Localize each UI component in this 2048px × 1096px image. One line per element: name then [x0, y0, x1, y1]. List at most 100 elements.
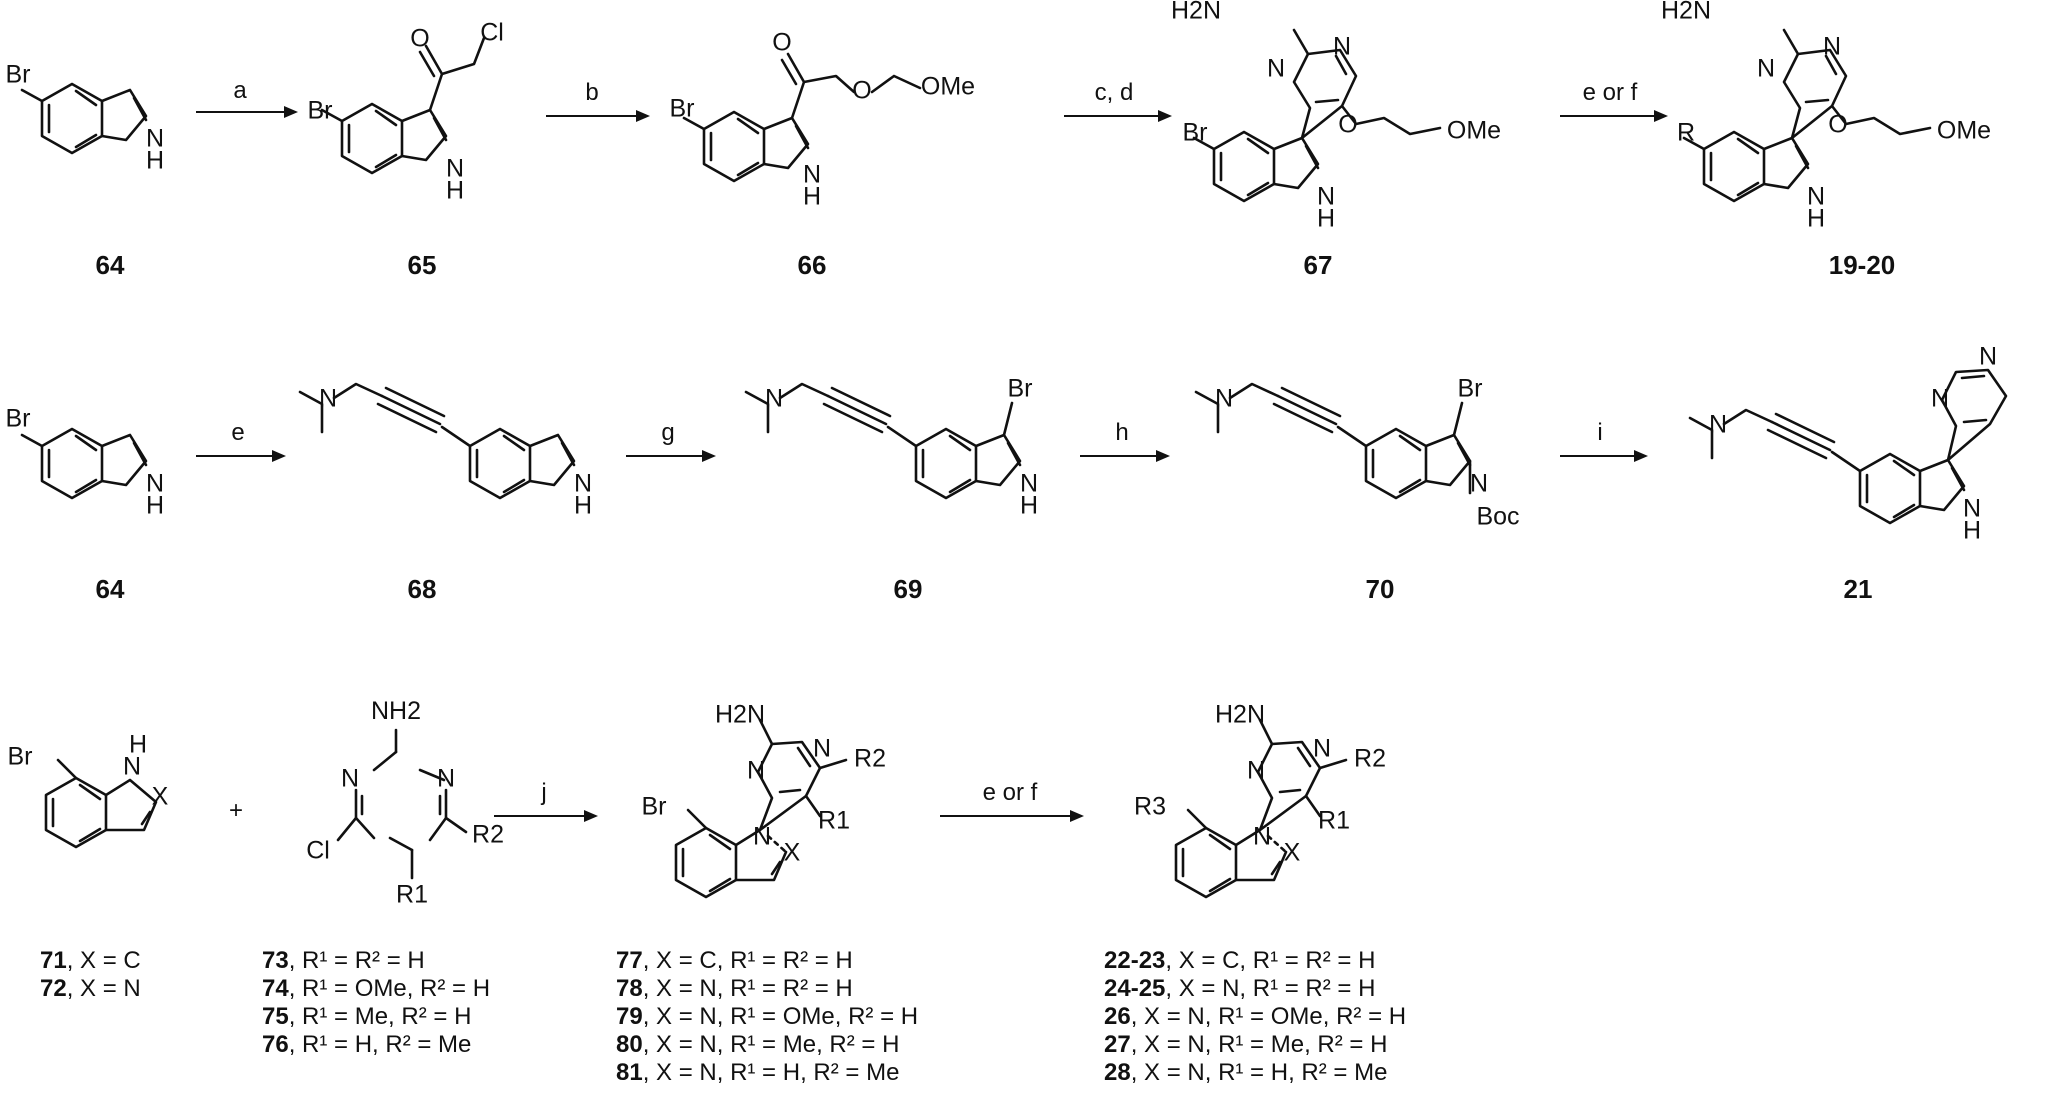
- atom-h2n: H2N: [1215, 701, 1265, 729]
- arrow-j: [494, 810, 598, 822]
- svg-text:73, R¹ = R² = H: 73, R¹ = R² = H: [262, 947, 425, 974]
- caption-text: , X = C, R¹ = R² = H: [1165, 947, 1375, 974]
- svg-text:28, X = N, R¹ = H, R² = Me: 28, X = N, R¹ = H, R² = Me: [1104, 1059, 1387, 1086]
- reagent-a: a: [233, 77, 247, 104]
- atom-br: Br: [1008, 375, 1033, 403]
- atom-n: N: [813, 735, 831, 763]
- caption-text: , X = N, R¹ = H, R² = Me: [1131, 1059, 1388, 1086]
- svg-text:71, X = C: 71, X = C: [40, 947, 141, 974]
- atom-o: O: [1338, 111, 1357, 139]
- atom-n: N: [1333, 33, 1351, 61]
- reagent-j: j: [540, 779, 546, 806]
- compound-73-76: [336, 728, 468, 880]
- compound-label-67: 67: [1304, 250, 1333, 280]
- caption-num: 78: [616, 975, 643, 1002]
- caption-num: 81: [616, 1059, 643, 1086]
- atom-h2n: H2N: [1171, 0, 1221, 25]
- caption-text: , R¹ = H, R² = Me: [289, 1031, 472, 1058]
- compound-65: [320, 36, 486, 175]
- atom-nh: N: [1963, 495, 1981, 523]
- atom-h: H: [1020, 492, 1038, 520]
- atom-cl: Cl: [480, 19, 504, 47]
- atom-nh2: NH2: [371, 697, 421, 725]
- arrow-ef-row1: [1560, 110, 1668, 122]
- atom-n: N: [341, 765, 359, 793]
- atom-o: O: [852, 77, 871, 105]
- caption-text: , X = N, R¹ = Me, R² = H: [643, 1031, 900, 1058]
- reagent-g: g: [661, 419, 674, 446]
- compound-69: [744, 382, 1022, 500]
- reagent-e: e: [231, 419, 244, 446]
- atom-nh: N: [146, 125, 164, 153]
- atom-nh: N: [1470, 470, 1488, 498]
- compound-77-81: [674, 718, 848, 899]
- svg-text:77, X = C, R¹ = R² = H: 77, X = C, R¹ = R² = H: [616, 947, 853, 974]
- captions-22-28: 22-23, X = C, R¹ = R² = H 24-25, X = N, …: [1104, 947, 1406, 1086]
- compound-19-20: [1682, 28, 1932, 203]
- compound-label-69: 69: [894, 574, 923, 604]
- atom-n: N: [1267, 55, 1285, 83]
- atom-h: H: [803, 183, 821, 211]
- compound-label-66: 66: [798, 250, 827, 280]
- atom-h: H: [1317, 205, 1335, 233]
- compound-71-72: [44, 758, 158, 849]
- compound-label-64: 64: [96, 250, 125, 280]
- atom-r1: R1: [1318, 807, 1350, 835]
- svg-text:27, X = N, R¹ = Me, R² = H: 27, X = N, R¹ = Me, R² = H: [1104, 1031, 1387, 1058]
- atom-br: Br: [642, 793, 667, 821]
- caption-text: , X = C, R¹ = R² = H: [643, 947, 853, 974]
- compound-64-row1: [20, 82, 148, 155]
- caption-text: , X = N, R¹ = Me, R² = H: [1131, 1031, 1388, 1058]
- atom-ome: OMe: [1937, 117, 1991, 145]
- atom-br: Br: [1183, 119, 1208, 147]
- arrow-a: [196, 106, 298, 118]
- captions-71-72: 71, X = C 72, X = N: [40, 947, 141, 1002]
- atom-n: N: [765, 385, 783, 413]
- caption-num: 22-23: [1104, 947, 1165, 974]
- svg-text:75, R¹ = Me, R² = H: 75, R¹ = Me, R² = H: [262, 1003, 471, 1030]
- atom-r: R: [1677, 119, 1695, 147]
- atom-h2n: H2N: [715, 701, 765, 729]
- atom-nh: N: [123, 753, 141, 781]
- reagent-h: h: [1115, 419, 1128, 446]
- arrow-h: [1080, 450, 1170, 462]
- svg-text:76, R¹ = H, R² = Me: 76, R¹ = H, R² = Me: [262, 1031, 471, 1058]
- compound-label-70: 70: [1366, 574, 1395, 604]
- atom-nh: N: [1807, 183, 1825, 211]
- atom-h: H: [446, 177, 464, 205]
- atom-nh: N: [803, 161, 821, 189]
- caption-num: 76: [262, 1031, 289, 1058]
- atom-nh: N: [446, 155, 464, 183]
- compound-67: [1192, 28, 1442, 203]
- svg-text:26, X = N, R¹ = OMe, R² = H: 26, X = N, R¹ = OMe, R² = H: [1104, 1003, 1406, 1030]
- compound-label-19-20: 19-20: [1829, 250, 1896, 280]
- captions-73-76: 73, R¹ = R² = H 74, R¹ = OMe, R² = H 75,…: [262, 947, 490, 1058]
- atom-n: N: [747, 757, 765, 785]
- atom-r2: R2: [854, 745, 886, 773]
- caption-num: 80: [616, 1031, 643, 1058]
- caption-num: 79: [616, 1003, 643, 1030]
- compound-68: [298, 382, 576, 500]
- atom-nh: N: [146, 470, 164, 498]
- arrow-b: [546, 110, 650, 122]
- compound-label-65: 65: [408, 250, 437, 280]
- svg-text:81, X = N, R¹ = H, R² = Me: 81, X = N, R¹ = H, R² = Me: [616, 1059, 899, 1086]
- atom-ome: OMe: [921, 73, 975, 101]
- arrow-ef-row3: [940, 810, 1084, 822]
- atom-br: Br: [6, 61, 31, 89]
- svg-text:24-25, X = N, R¹ = R² = H: 24-25, X = N, R¹ = R² = H: [1104, 975, 1375, 1002]
- atom-h: H: [129, 731, 147, 759]
- compound-label-68: 68: [408, 574, 437, 604]
- atom-h2n: H2N: [1661, 0, 1711, 25]
- caption-num: 73: [262, 947, 289, 974]
- reagent-b: b: [585, 79, 598, 106]
- atom-o: O: [1828, 111, 1847, 139]
- atom-n: N: [319, 385, 337, 413]
- atom-n: N: [753, 823, 771, 851]
- atom-n: N: [437, 765, 455, 793]
- atom-nh: N: [574, 470, 592, 498]
- compound-label-21: 21: [1844, 574, 1873, 604]
- caption-num: 75: [262, 1003, 289, 1030]
- atom-n: N: [1757, 55, 1775, 83]
